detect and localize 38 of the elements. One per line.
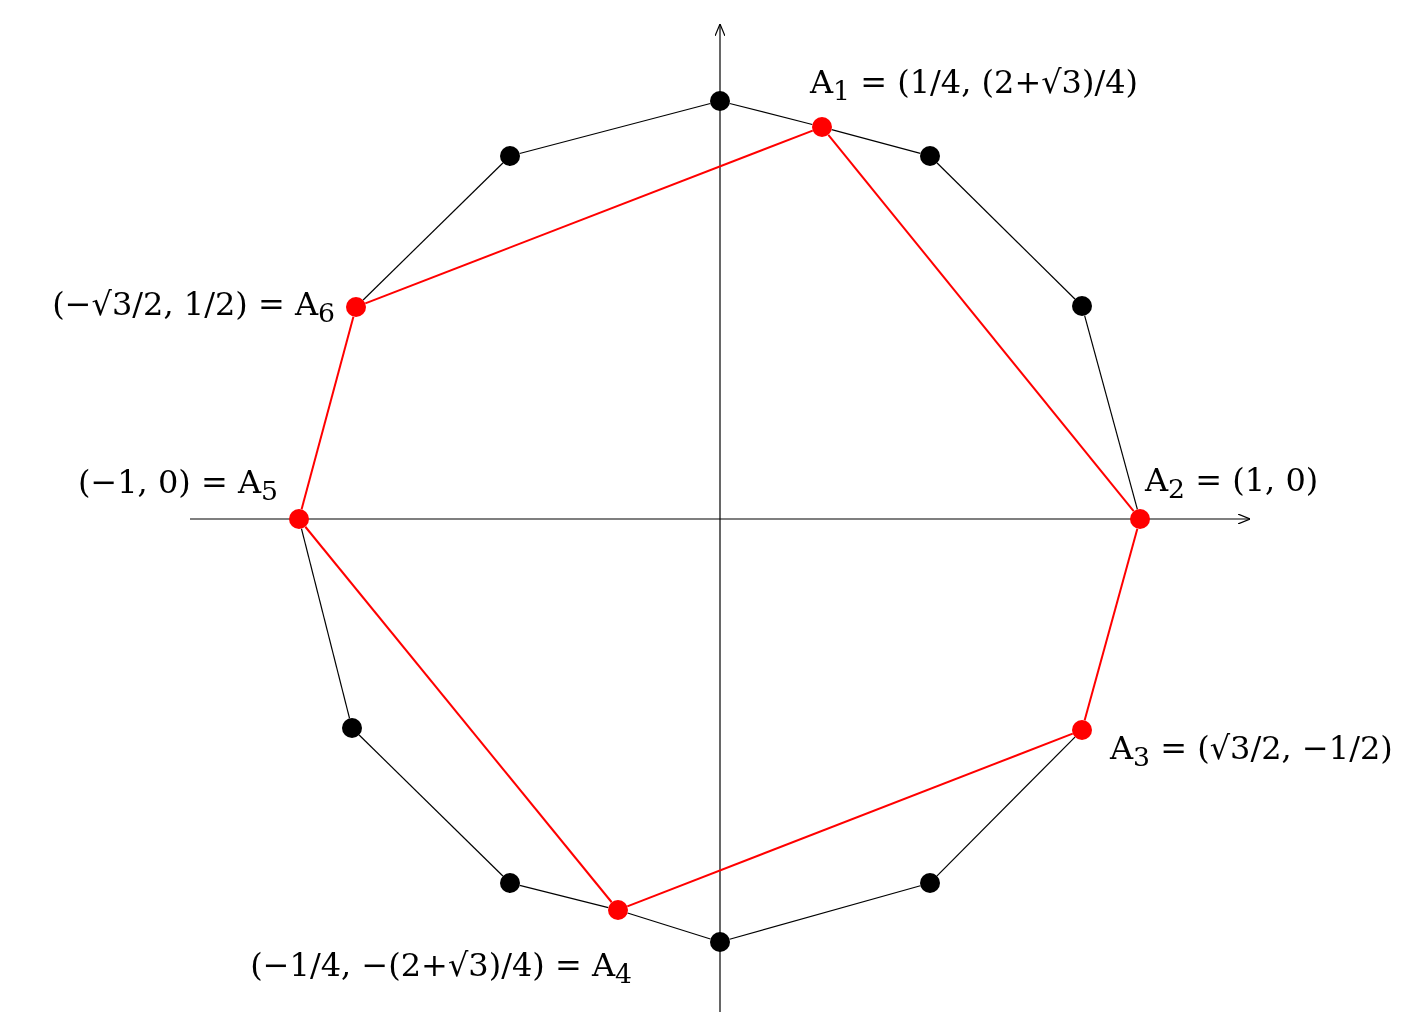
point-dot [289, 509, 309, 529]
coordinate-label: (−√3/2, 1/2) = A$_{6}$ [52, 284, 335, 331]
coordinate-label: A$_{3}$ = (√3/2, −1/2) [1110, 728, 1393, 775]
point-dot [710, 932, 730, 952]
polygon-side [362, 162, 504, 301]
point-dot [500, 873, 520, 893]
point-dot [346, 297, 366, 317]
hexagon-side [827, 133, 1135, 513]
hexagon-side [626, 732, 1074, 908]
hexagon-side [300, 315, 355, 511]
point-dot [1072, 720, 1092, 740]
polygon-side [626, 912, 712, 940]
polygon-side [936, 736, 1076, 877]
hexagon-side [1083, 527, 1139, 722]
polygon-side [519, 102, 711, 155]
coordinate-label: A$_{1}$ = (1/4, (2+√3)/4) [810, 62, 1139, 109]
coordinate-label: (−1, 0) = A$_{5}$ [77, 462, 278, 509]
point-dot [1130, 509, 1150, 529]
point-dot [710, 91, 730, 111]
polygon-side [300, 528, 351, 719]
point-dot [812, 117, 832, 137]
polygon-side [729, 885, 921, 940]
polygon-side [936, 162, 1076, 300]
point-dot [342, 718, 362, 738]
polygon-side [831, 129, 921, 154]
hexagon-side [364, 129, 814, 305]
point-dot [500, 146, 520, 166]
hexagon-side [304, 525, 613, 904]
point-dot [920, 146, 940, 166]
point-dot [1072, 296, 1092, 316]
point-dot [920, 873, 940, 893]
polygon-side [729, 102, 813, 126]
polygon-side [1084, 315, 1138, 510]
polygon-side [519, 884, 609, 909]
point-dot [608, 900, 628, 920]
coordinate-label: (−1/4, −(2+√3)/4) = A$_{4}$ [250, 945, 632, 992]
coordinate-label: A$_{2}$ = (1, 0) [1145, 460, 1319, 507]
polygon-side [358, 734, 504, 877]
